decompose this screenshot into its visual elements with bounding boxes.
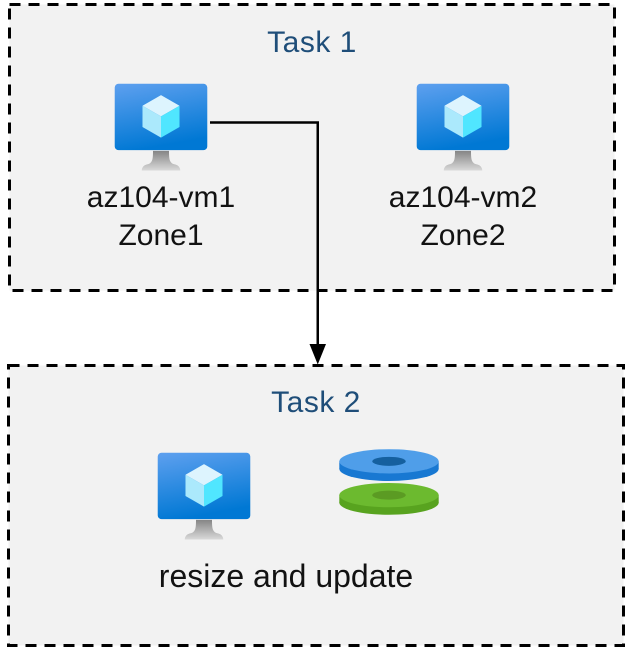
vm1-zone: Zone1 xyxy=(118,219,204,252)
vm2-label: az104-vm2 Zone2 xyxy=(363,179,563,255)
cube-top-face xyxy=(142,95,180,117)
virtual-machine-icon xyxy=(414,81,512,179)
virtual-machine-icon xyxy=(114,83,208,171)
connector-elbow-line xyxy=(210,121,319,346)
virtual-machine-icon xyxy=(112,81,210,179)
task2-title: Task 2 xyxy=(271,386,361,419)
monitor-stand xyxy=(443,150,483,171)
connector-arrowhead-icon xyxy=(309,344,326,365)
blue-disk-hole xyxy=(372,456,406,466)
green-disk xyxy=(339,483,439,515)
monitor-stand xyxy=(141,150,181,171)
green-disk-hole xyxy=(372,490,406,500)
vm1-label: az104-vm1 Zone1 xyxy=(61,179,261,255)
disks-icon xyxy=(339,449,439,515)
virtual-machine-icon xyxy=(416,83,510,171)
virtual-machine-icon xyxy=(157,452,251,540)
task2-box xyxy=(7,364,625,647)
disks-icon xyxy=(337,444,441,548)
task1-box xyxy=(8,3,616,292)
vm2-name: az104-vm2 xyxy=(388,181,538,214)
task1-title: Task 1 xyxy=(267,26,357,59)
vm2-zone: Zone2 xyxy=(420,219,506,252)
task2-caption: resize and update xyxy=(158,558,414,594)
vm1-name: az104-vm1 xyxy=(86,181,236,214)
blue-disk xyxy=(339,449,439,481)
virtual-machine-icon xyxy=(155,450,253,548)
cube-top-face xyxy=(444,95,482,117)
monitor-stand xyxy=(184,519,224,540)
